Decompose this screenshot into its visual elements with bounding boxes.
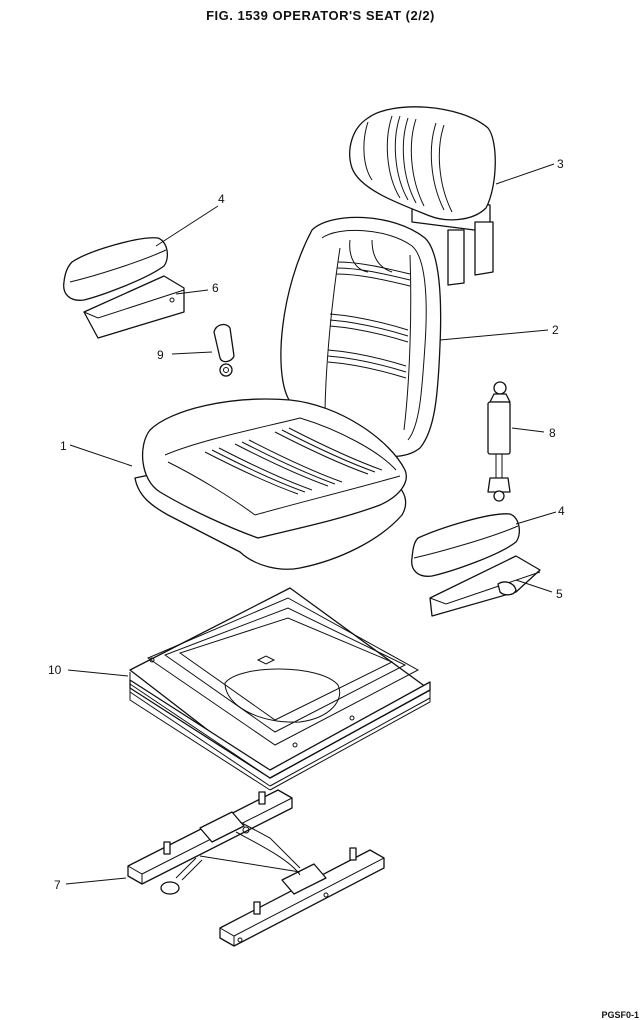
callout-1: 1: [60, 439, 67, 453]
page-reference: PGSF0-1: [601, 1010, 639, 1020]
damper: [487, 381, 511, 502]
headrest: [349, 106, 496, 286]
figure-title: FIG. 1539 OPERATOR'S SEAT (2/2): [206, 8, 435, 23]
callout-6: 6: [212, 281, 219, 295]
callout-8: 8: [549, 426, 556, 440]
armrest-bracket-right: [429, 555, 541, 617]
seat-cushion: [134, 398, 407, 570]
callout-2: 2: [552, 323, 559, 337]
callout-4-right: 4: [558, 504, 565, 518]
armrest-left: [63, 237, 169, 301]
armrest-right: [411, 513, 521, 577]
callout-9: 9: [157, 348, 164, 362]
callout-3: 3: [557, 157, 564, 171]
callout-labels: 1 2 3 4 4 5 6 7 8 9 10: [48, 157, 565, 892]
seat-slide-rails: [127, 789, 385, 947]
callout-7: 7: [54, 878, 61, 892]
suspension-base: [129, 587, 431, 791]
callout-10: 10: [48, 663, 62, 677]
armrest-bracket-left: [83, 275, 185, 339]
leader-lines: [65, 163, 557, 885]
callout-4-left: 4: [218, 192, 225, 206]
adjust-knob: [213, 323, 235, 377]
callout-5: 5: [556, 587, 563, 601]
backrest: [280, 216, 442, 458]
